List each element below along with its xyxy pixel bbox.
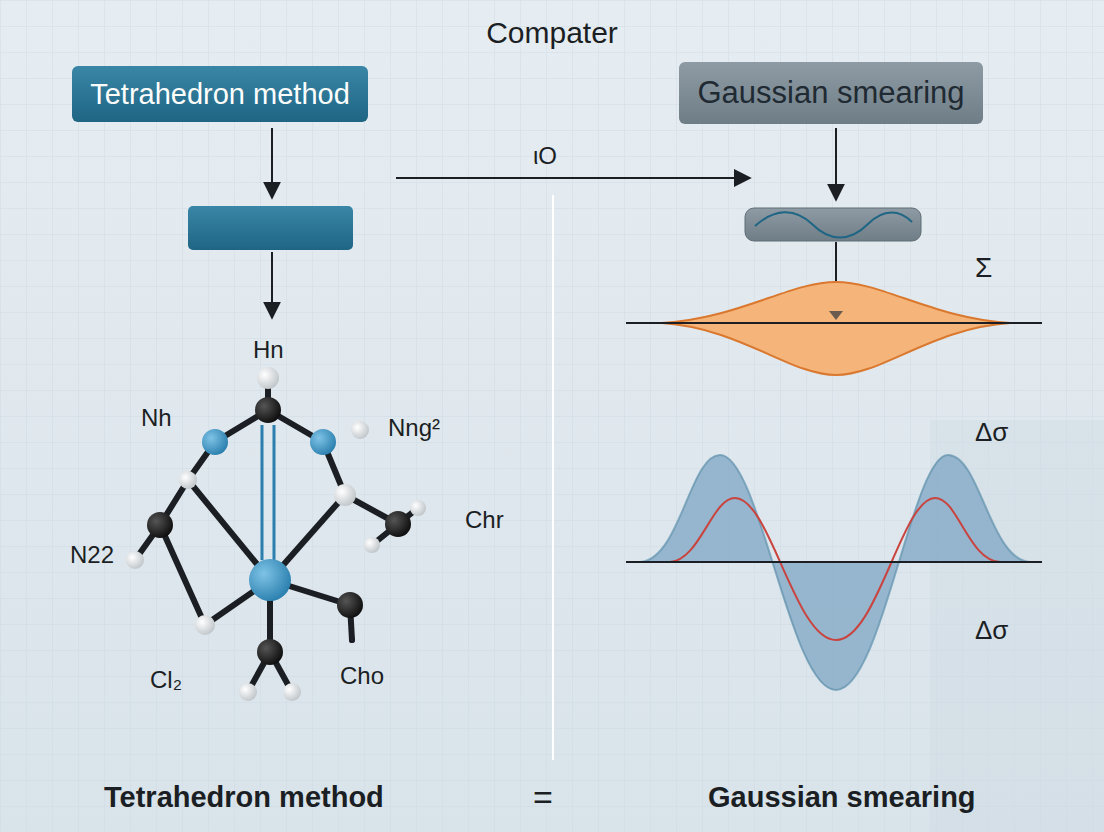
caption-label: =: [533, 778, 553, 817]
arrow-label: ιO: [533, 142, 557, 170]
atom-label: N22: [70, 541, 114, 569]
method-box: Tetrahedron method: [72, 66, 368, 122]
box-label: Gaussian smearing: [697, 75, 964, 111]
atom-label: Chr: [465, 506, 504, 534]
atom-label: Cl₂: [150, 666, 182, 694]
diagram-title: Compater: [486, 16, 618, 50]
symbol-label: Δσ: [975, 615, 1008, 646]
symbol-label: Δσ: [975, 417, 1008, 448]
caption-label: Tetrahedron method: [104, 781, 384, 814]
method-box: Gaussian smearing: [679, 62, 983, 124]
atom-label: Cho: [340, 662, 384, 690]
atom-label: Hn: [253, 336, 284, 364]
atom-label: Nng²: [388, 414, 440, 442]
box-label: Tetrahedron method: [90, 78, 350, 111]
caption-label: Gaussian smearing: [708, 781, 976, 814]
atom-label: Nh: [141, 404, 172, 432]
symbol-label: Σ: [975, 252, 992, 284]
